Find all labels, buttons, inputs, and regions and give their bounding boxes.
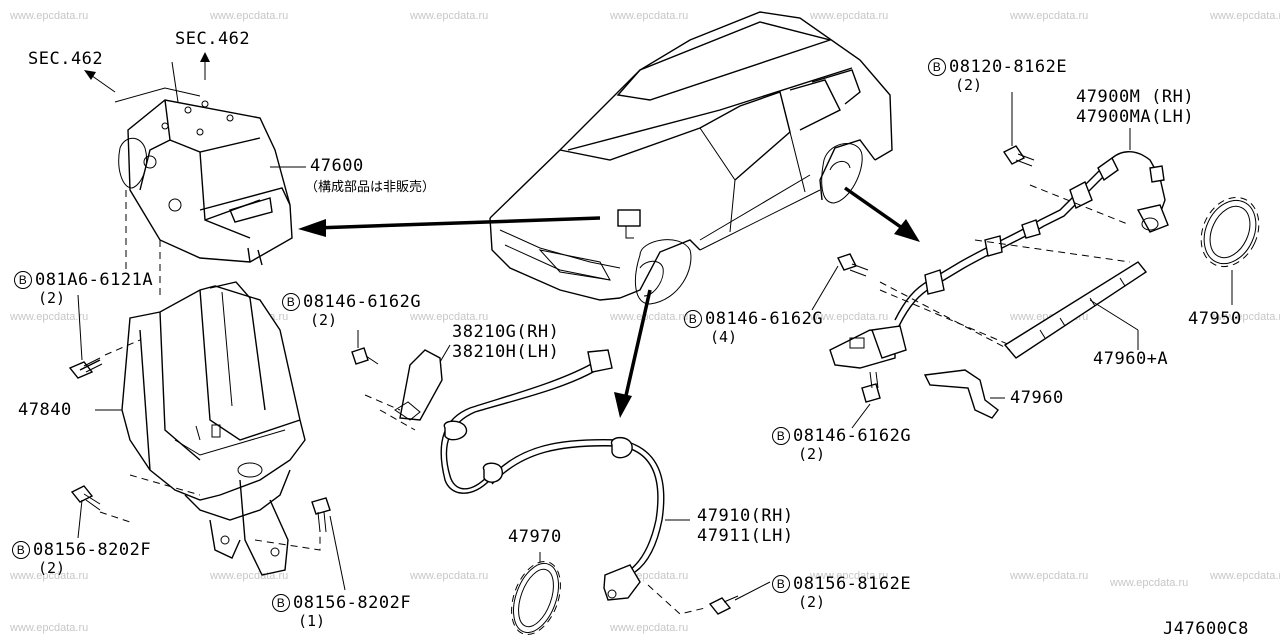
- bolt-marker: B: [282, 293, 300, 311]
- qty-081a6: (2): [38, 289, 66, 307]
- bolt-marker: B: [12, 541, 30, 559]
- label-47911: 47911(LH): [697, 526, 794, 546]
- diagram-code: J47600C8: [1163, 619, 1249, 639]
- watermark: www.epcdata.ru: [410, 570, 489, 582]
- bolt-08120: [1002, 145, 1035, 167]
- qty-08146-c: (2): [798, 445, 826, 463]
- leader-line: [329, 515, 346, 591]
- qty-08146-a: (2): [310, 311, 338, 329]
- label-47900m: 47900M (RH): [1076, 87, 1195, 107]
- label-47910: 47910(RH): [697, 506, 794, 526]
- leader-line: [851, 403, 871, 429]
- leader-line: [439, 344, 451, 363]
- label-47600-note: （構成部品は非販売）: [305, 180, 436, 195]
- arrow-head: [84, 70, 96, 80]
- leader-line: [734, 581, 771, 601]
- watermark: www.epcdata.ru: [10, 622, 89, 634]
- watermark: www.epcdata.ru: [610, 622, 689, 634]
- watermark: www.epcdata.ru: [810, 10, 889, 22]
- rear-sensor-harness: [829, 151, 1169, 369]
- watermark: www.epcdata.ru: [410, 10, 489, 22]
- direction-arrows: [298, 186, 920, 418]
- qty-08156-8202f-left: (2): [38, 559, 66, 577]
- label-47970: 47970: [508, 527, 562, 547]
- label-sec-462-left: SEC.462: [28, 49, 104, 69]
- leader-line: [811, 265, 839, 311]
- watermark: www.epcdata.ru: [410, 311, 489, 323]
- watermark: www.epcdata.ru: [1210, 10, 1280, 22]
- bolt-08146-rear: [837, 253, 869, 277]
- front-sensor-harness: [440, 349, 706, 615]
- arrow-head: [200, 52, 210, 62]
- watermark: www.epcdata.ru: [610, 311, 689, 323]
- bolt-08156-right: [311, 497, 331, 533]
- leader-line: [77, 499, 83, 539]
- sensor-rotor-47950: [1200, 196, 1260, 268]
- bolt-marker: B: [772, 427, 790, 445]
- label-47950: 47950: [1188, 309, 1242, 329]
- label-47900ma: 47900MA(LH): [1076, 107, 1195, 127]
- qty-08120: (2): [955, 76, 983, 94]
- watermark: www.epcdata.ru: [1210, 311, 1280, 323]
- watermark: www.epcdata.ru: [10, 570, 89, 582]
- label-47960a: 47960+A: [1093, 349, 1169, 369]
- watermark: www.epcdata.ru: [1010, 570, 1089, 582]
- bracket-47960a: [879, 261, 1148, 359]
- watermark: www.epcdata.ru: [10, 311, 89, 323]
- watermark: www.epcdata.ru: [210, 10, 289, 22]
- watermark: www.epcdata.ru: [1010, 10, 1089, 22]
- watermark: www.epcdata.ru: [810, 311, 889, 323]
- qty-08146-b: (4): [710, 328, 738, 346]
- watermark: www.epcdata.ru: [1110, 577, 1189, 589]
- label-38210g: 38210G(RH): [452, 322, 560, 342]
- label-47840: 47840: [18, 400, 72, 420]
- watermark: www.epcdata.ru: [610, 10, 689, 22]
- bolt-marker: B: [684, 310, 702, 328]
- bolt-marker: B: [272, 594, 290, 612]
- car-illustration: [489, 11, 893, 305]
- abs-actuator: [114, 61, 293, 300]
- bolt-marker: B: [14, 271, 32, 289]
- sensor-rotor-47970: [511, 561, 561, 635]
- abs-bracket: [99, 281, 321, 576]
- label-sec-462-top: SEC.462: [175, 29, 251, 49]
- label-47960: 47960: [1010, 388, 1064, 408]
- watermark: www.epcdata.ru: [10, 10, 89, 22]
- label-47600: 47600: [310, 156, 364, 176]
- bolt-08156-8162e: [708, 595, 739, 615]
- bolt-081a6: [68, 357, 103, 379]
- harness-bracket-38210: [351, 347, 443, 431]
- bracket-47960: [923, 369, 999, 419]
- bolt-marker: B: [928, 58, 946, 76]
- bolt-08146-lower: [861, 371, 881, 403]
- label-38210h: 38210H(LH): [452, 342, 560, 362]
- watermark: www.epcdata.ru: [1210, 570, 1280, 582]
- leader-line: [77, 294, 83, 361]
- bolt-08156-left: [70, 485, 101, 511]
- bolt-marker: B: [772, 575, 790, 593]
- qty-08156-8202f-right: (1): [298, 612, 326, 630]
- watermark: www.epcdata.ru: [810, 570, 889, 582]
- qty-08156-8162e: (2): [798, 593, 826, 611]
- leader-line: [1089, 299, 1139, 331]
